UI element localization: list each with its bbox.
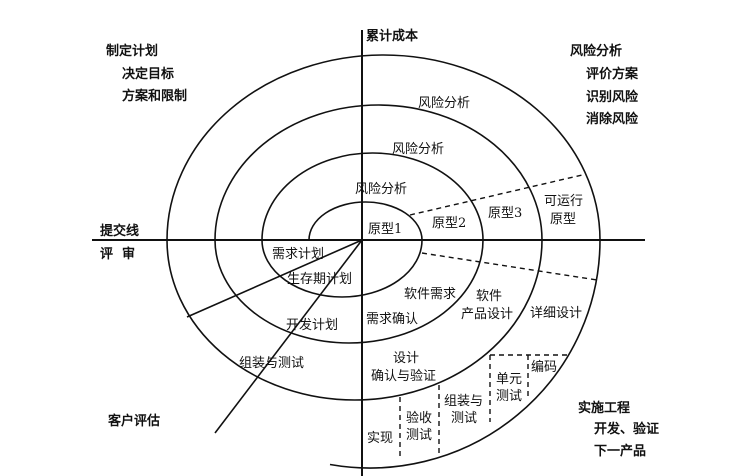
design-divider [421,252,598,281]
prototype-label: 原型2 [432,216,466,231]
planning-label: 组装与测试 [239,356,304,371]
quadrant-label: 消除风险 [586,111,639,127]
quadrant-label: 决定目标 [122,66,174,82]
spiral-arc [166,239,543,401]
quadrant-label: 制定计划 [106,43,158,59]
planning-label: 开发计划 [286,317,338,333]
engineering-label: 详细设计 [530,306,582,321]
quadrant-label: 下一产品 [594,443,646,459]
spiral-arc [261,239,423,298]
prototype-label: 原型3 [488,206,522,221]
spiral-arc [166,54,601,241]
axis-label-cumulative-cost: 累计成本 [366,28,418,44]
quadrant-label: 评价方案 [586,66,639,82]
engineering-label: 软件需求 [404,287,456,302]
engineering-label: 设计 [393,351,419,366]
submit-line-label: 提交线 [100,223,139,239]
spiral-arc [329,239,601,469]
engineering-label: 单元 [496,372,522,387]
prototype-label: 可运行 [544,194,583,209]
spiral-arc [214,239,484,344]
risk-analysis-label: 风险分析 [418,96,470,111]
planning-label: 生存期计划 [287,272,352,287]
engineering-label: 测试 [451,411,477,426]
prototype-label: 原型 [550,212,576,227]
review-label: 评 审 [100,246,135,262]
engineering-label: 需求确认 [366,312,418,327]
prototype-divider [409,174,583,216]
engineering-label: 验收 [406,410,432,426]
engineering-label: 确认与验证 [371,368,436,384]
prototype-label: 原型1 [368,222,402,237]
risk-analysis-label: 风险分析 [392,142,444,157]
quadrant-label: 开发、验证 [594,421,659,437]
quadrant-label: 实施工程 [578,400,630,416]
review-line [186,239,363,318]
spiral-arc [214,104,543,241]
quadrant-label: 风险分析 [570,43,622,59]
planning-label: 需求计划 [272,247,324,262]
quadrant-label: 识别风险 [586,89,639,105]
engineering-label: 测试 [406,428,432,443]
spiral-arc [261,152,484,241]
spiral-arc [308,201,423,241]
engineering-label: 编码 [531,360,557,375]
quadrant-label: 方案和限制 [122,88,187,104]
customer-evaluation-line [214,239,363,434]
engineering-label: 实现 [367,431,393,446]
risk-analysis-label: 风险分析 [355,182,407,197]
engineering-label: 测试 [496,389,522,404]
customer-evaluation-label: 客户评估 [108,413,160,429]
engineering-label: 组装与 [444,394,483,409]
engineering-label: 产品设计 [461,307,513,322]
engineering-label: 软件 [476,289,502,304]
